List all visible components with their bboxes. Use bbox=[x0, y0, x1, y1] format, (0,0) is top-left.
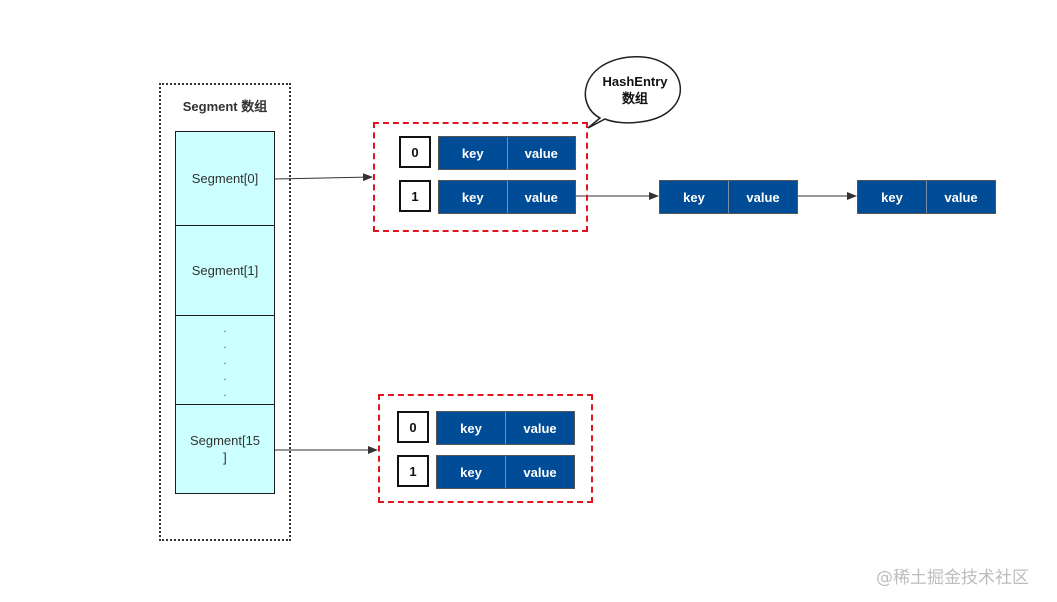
segment-cell-label: Segment[1] bbox=[191, 263, 259, 278]
table-2-entry-1: key value bbox=[436, 455, 575, 489]
callout-text: HashEntry 数组 bbox=[586, 73, 684, 107]
segment-array-title: Segment 数组 bbox=[182, 99, 268, 114]
table-1-index-0: 0 bbox=[399, 136, 431, 168]
entry-key: key bbox=[858, 181, 926, 213]
ellipsis-dots: . . . . . bbox=[175, 322, 275, 402]
entry-value: value bbox=[506, 137, 575, 169]
entry-value: value bbox=[926, 181, 995, 213]
table-2-index-0: 0 bbox=[397, 411, 429, 443]
callout-line-1: HashEntry bbox=[602, 74, 668, 89]
watermark: @稀土掘金技术社区 bbox=[876, 568, 1029, 588]
table-1-entry-0: key value bbox=[438, 136, 576, 170]
entry-key: key bbox=[437, 456, 505, 488]
entry-value: value bbox=[506, 181, 575, 213]
hashentry-table-1 bbox=[373, 122, 588, 232]
segment-cell-15: Segment[15 ] bbox=[175, 404, 275, 494]
arrow-segment0-to-table bbox=[274, 173, 373, 182]
entry-value: value bbox=[505, 456, 574, 488]
callout-line-2: 数组 bbox=[621, 91, 648, 106]
segment-cell-label: Segment[0] bbox=[191, 171, 259, 186]
table-2-index-1: 1 bbox=[397, 455, 429, 487]
segment-cell-1: Segment[1] bbox=[175, 225, 275, 316]
segment-array-container bbox=[159, 83, 291, 541]
table-1-index-1: 1 bbox=[399, 180, 431, 212]
entry-key: key bbox=[660, 181, 728, 213]
table-1-entry-1: key value bbox=[438, 180, 576, 214]
entry-key: key bbox=[439, 137, 507, 169]
chain-entry-2: key value bbox=[857, 180, 996, 214]
entry-key: key bbox=[437, 412, 505, 444]
segment-cell-0: Segment[0] bbox=[175, 131, 275, 226]
entry-key: key bbox=[439, 181, 507, 213]
entry-value: value bbox=[505, 412, 574, 444]
table-2-entry-0: key value bbox=[436, 411, 575, 445]
callout-bubble bbox=[584, 56, 681, 129]
chain-entry-1: key value bbox=[659, 180, 798, 214]
entry-value: value bbox=[728, 181, 797, 213]
ellipsis-text: . . . . . bbox=[223, 324, 227, 399]
segment-cell-label: Segment[15 ] bbox=[189, 433, 261, 465]
segment-cell-ellipsis bbox=[175, 315, 275, 405]
hashentry-table-2 bbox=[378, 394, 593, 503]
